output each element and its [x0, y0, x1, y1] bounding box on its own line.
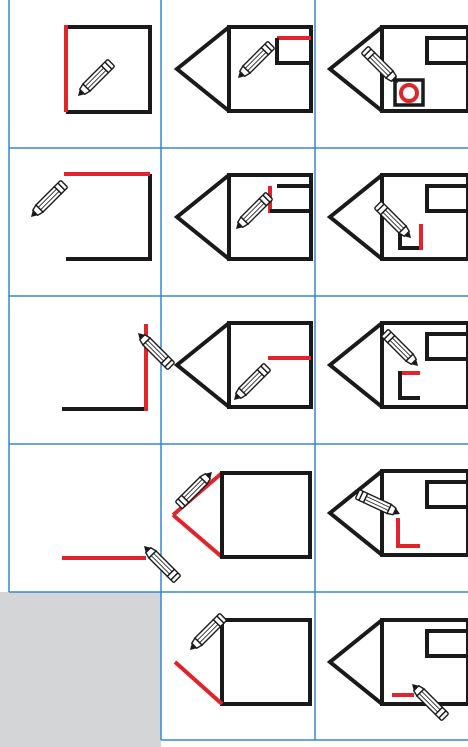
empty-gray-area: [0, 592, 161, 747]
